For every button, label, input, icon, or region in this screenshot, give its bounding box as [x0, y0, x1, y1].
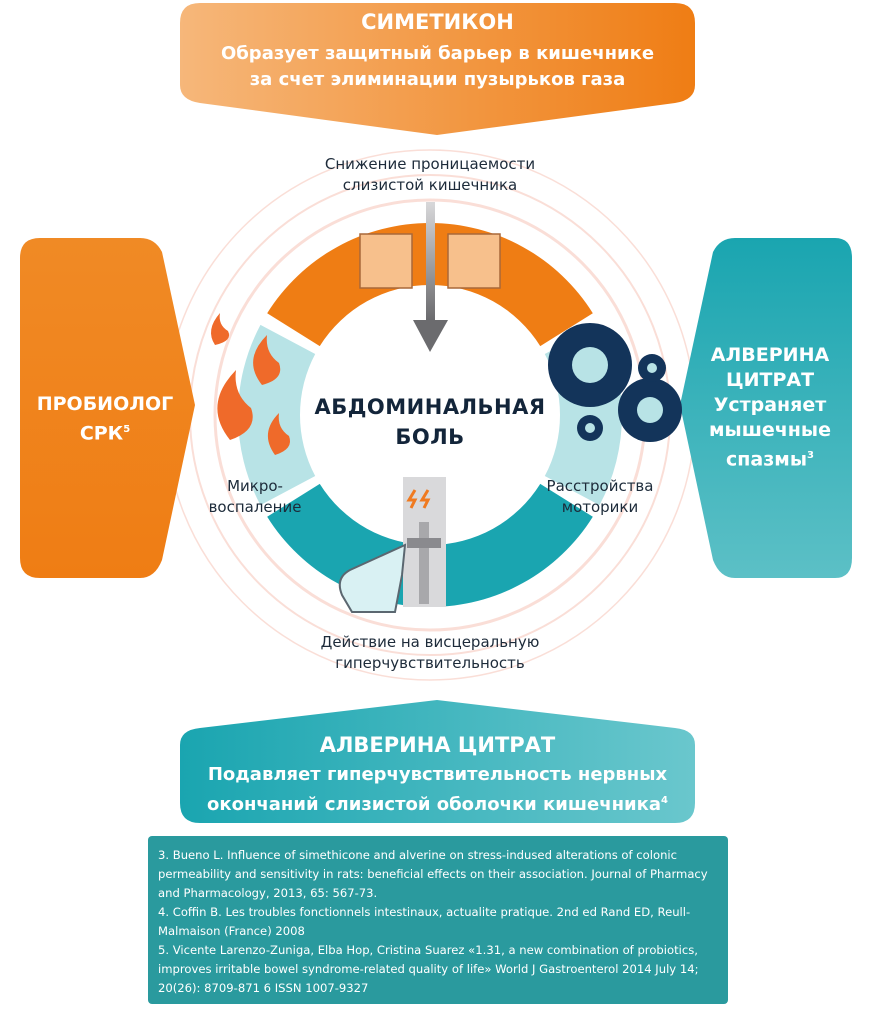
- reference-item: 3. Bueno L. Influence of simethicone and…: [158, 848, 708, 900]
- center-line: БОЛЬ: [395, 425, 465, 449]
- bottom-banner-line: Подавляет гиперчувствительность нервных: [207, 764, 668, 785]
- down-arrow-icon: [413, 202, 448, 352]
- top-banner-subtitle: Образует защитный барьер в кишечнике за …: [180, 41, 695, 93]
- label-inflammation: Микро- воспаление: [190, 476, 320, 518]
- left-panel-text: ПРОБИОЛОГ СРК5: [25, 392, 185, 446]
- footnote-ref: 5: [123, 424, 131, 435]
- references-box: 3. Bueno L. Influence of simethicone and…: [148, 836, 728, 1004]
- top-banner-shape: [180, 3, 695, 135]
- right-panel-line: Устраняет: [713, 394, 827, 416]
- top-banner-line: за счет элиминации пузырьков газа: [249, 69, 626, 90]
- top-banner-line: Образует защитный барьер в кишечнике: [220, 43, 655, 64]
- right-panel-line: мышечные: [708, 419, 831, 441]
- right-panel-line: спазмы: [726, 448, 807, 471]
- membrane-icon: [359, 233, 501, 289]
- reference-item: 5. Vicente Larenzo-Zuniga, Elba Hop, Cri…: [158, 943, 699, 995]
- label-line: гиперчувствительность: [335, 654, 525, 672]
- bottom-banner-line: окончаний слизистой оболочки кишечника: [207, 794, 661, 815]
- label-line: Микро-: [227, 477, 283, 495]
- label-line: воспаление: [208, 498, 302, 516]
- label-visceral: Действие на висцеральную гиперчувствител…: [270, 632, 590, 674]
- left-panel-line: СРК: [79, 422, 124, 445]
- footnote-ref: 3: [807, 450, 814, 461]
- bottom-banner-subtitle: Подавляет гиперчувствительность нервных …: [180, 762, 695, 818]
- label-line: моторики: [561, 498, 639, 516]
- reference-item: 4. Coffin B. Les troubles fonctionnels i…: [158, 905, 691, 938]
- center-line: АБДОМИНАЛЬНАЯ: [314, 395, 546, 419]
- label-motility: Расстройства моторики: [525, 476, 675, 518]
- top-banner-title: СИМЕТИКОН: [361, 10, 514, 34]
- label-line: Снижение проницаемости: [324, 155, 536, 173]
- right-panel-text: АЛВЕРИНА ЦИТРАТ Устраняет мышечные спазм…: [690, 343, 850, 472]
- left-panel-shape: [20, 238, 195, 578]
- flames-icon: [211, 313, 291, 455]
- bottom-banner-shape: [180, 700, 695, 823]
- label-permeability: Снижение проницаемости слизистой кишечни…: [280, 154, 580, 196]
- hand-pointer-icon: [338, 543, 407, 613]
- gears-icon: [548, 323, 682, 442]
- right-panel-shape: [680, 238, 852, 578]
- right-panel-line: ЦИТРАТ: [725, 369, 815, 391]
- bottom-banner-title: АЛВЕРИНА ЦИТРАТ: [319, 733, 556, 757]
- left-panel-line: ПРОБИОЛОГ: [36, 393, 174, 415]
- right-panel-line: АЛВЕРИНА: [710, 344, 830, 366]
- center-title: АБДОМИНАЛЬНАЯ БОЛЬ: [280, 392, 580, 452]
- footnote-ref: 4: [660, 795, 668, 806]
- slider-icon: [403, 477, 446, 607]
- label-line: Расстройства: [546, 477, 654, 495]
- label-line: слизистой кишечника: [342, 176, 518, 194]
- label-line: Действие на висцеральную: [320, 633, 540, 651]
